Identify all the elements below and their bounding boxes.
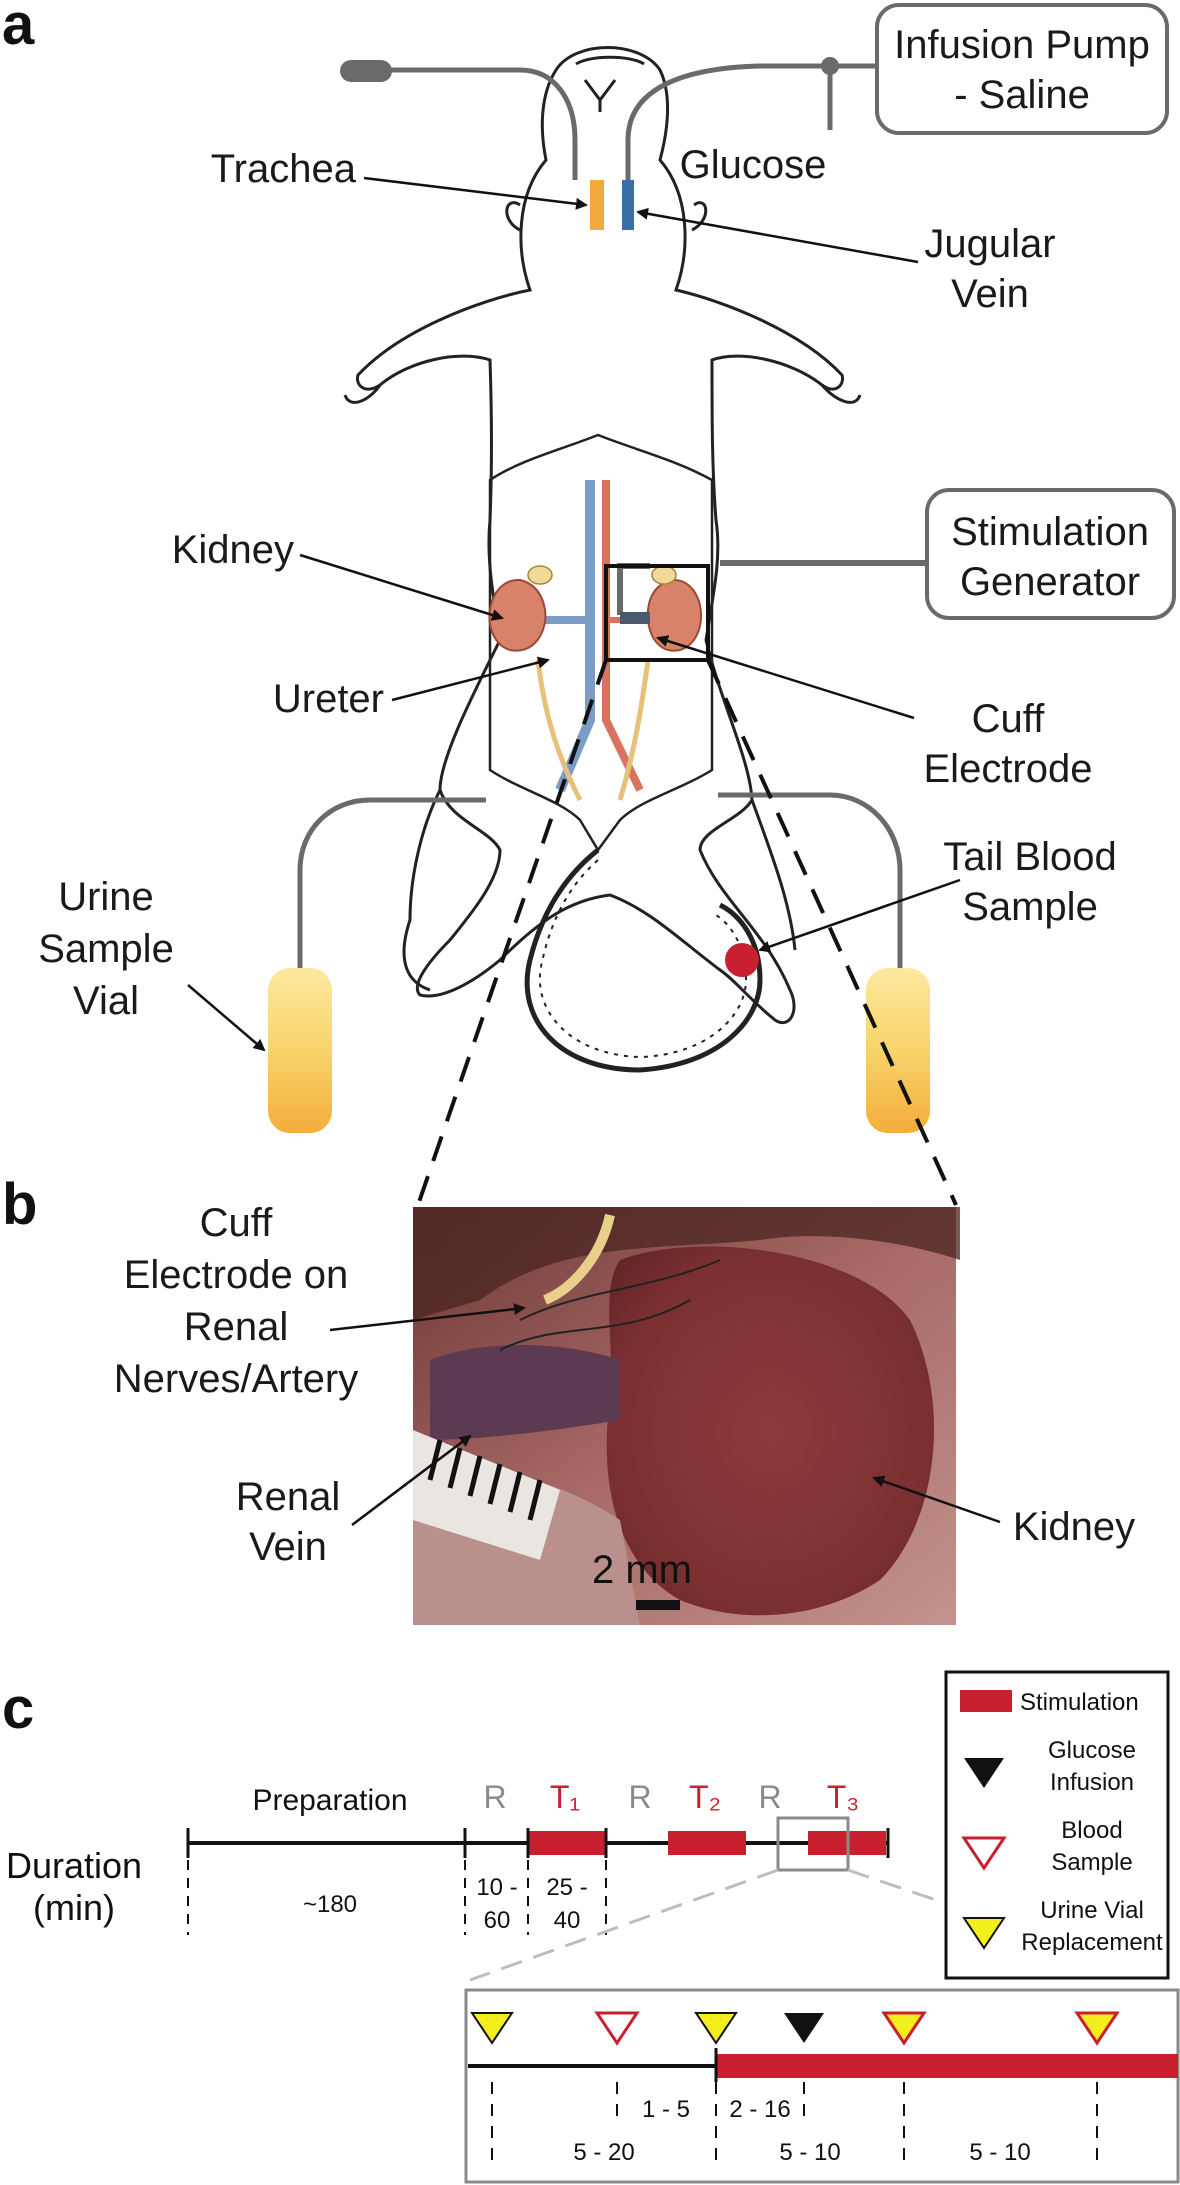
legend-urine-2: Replacement [1021, 1929, 1163, 1956]
preparation-label: Preparation [252, 1784, 407, 1817]
scale-label: 2 mm [592, 1548, 692, 1592]
stim-gen-label-1: Stimulation [951, 510, 1149, 554]
t3-label: T₃ [827, 1779, 860, 1815]
t2-label: T₂ [689, 1779, 721, 1815]
duration-t-a: 25 - [546, 1874, 587, 1901]
tubing [297, 63, 928, 970]
legend-glucose-1: Glucose [1048, 1737, 1136, 1764]
zoom-marker-box [776, 1816, 850, 1872]
urine-vial-left [268, 968, 332, 1133]
legend-blood-marker [961, 1836, 1007, 1871]
zoom-line-right [706, 659, 958, 1206]
urine-vial-label-1: Urine [58, 875, 154, 919]
b-cuff-label-4: Nerves/Artery [114, 1357, 359, 1401]
rest-label-2: R [628, 1779, 651, 1815]
glucose-junction [821, 57, 839, 75]
legend-urine-marker [962, 1917, 1006, 1950]
zoom-d4: 5 - 10 [779, 2139, 840, 2166]
kidney-label: Kidney [172, 528, 294, 572]
zoom-d2: 2 - 16 [729, 2096, 790, 2123]
infusion-pump-box [875, 3, 1169, 135]
panel-letter-c: c [2, 1676, 34, 1741]
scale-bar [636, 1600, 680, 1610]
legend [944, 1670, 1170, 1980]
tail-blood-label-2: Sample [962, 885, 1098, 929]
rest-label-1: R [483, 1779, 506, 1815]
urine-vial-right [866, 968, 930, 1133]
jugular-vein-label-1: Jugular [924, 222, 1055, 266]
b-kidney-label: Kidney [1013, 1505, 1135, 1549]
legend-glucose-marker [964, 1758, 1004, 1788]
tail-blood-label-1: Tail Blood [943, 835, 1116, 879]
duration-rest-b: 60 [484, 1907, 511, 1934]
panel-letter-b: b [2, 1172, 37, 1237]
zoom-box [604, 564, 710, 662]
b-renal-vein-label-2: Vein [249, 1525, 327, 1569]
trachea-connector [340, 60, 392, 82]
duration-t-b: 40 [554, 1907, 581, 1934]
jugular-tube [622, 180, 634, 230]
tail-blood-sample-dot [725, 943, 759, 977]
panel-letter-a: a [2, 0, 35, 57]
legend-stim-swatch [960, 1690, 1012, 1712]
legend-stimulation: Stimulation [1020, 1689, 1139, 1716]
cuff-electrode-label-1: Cuff [972, 697, 1046, 741]
urine-vial-label-3: Vial [73, 979, 139, 1023]
urine-vial-label-2: Sample [38, 927, 174, 971]
t1-label: T₁ [550, 1779, 580, 1815]
surgical-photo [413, 1207, 960, 1625]
b-renal-vein-label-1: Renal [236, 1475, 341, 1519]
legend-blood-2: Sample [1051, 1849, 1132, 1876]
timeline [186, 1816, 1171, 1982]
vessels [520, 480, 660, 802]
duration-rest-a: 10 - [476, 1874, 517, 1901]
b-cuff-label-2: Electrode on [124, 1253, 349, 1297]
legend-glucose-2: Infusion [1050, 1769, 1134, 1796]
legend-urine-1: Urine Vial [1040, 1897, 1144, 1924]
cuff-electrode [620, 612, 650, 624]
zoom-d3: 5 - 20 [573, 2139, 634, 2166]
duration-label-2: (min) [33, 1887, 115, 1928]
zoom-detail [464, 1988, 1180, 2184]
legend-blood-1: Blood [1061, 1817, 1122, 1844]
trachea-label: Trachea [211, 147, 357, 191]
b-cuff-label-1: Cuff [200, 1201, 274, 1245]
stimulation-generator-box [925, 488, 1176, 620]
zoom-d1: 1 - 5 [642, 2096, 690, 2123]
jugular-vein-label-2: Vein [951, 272, 1029, 316]
infusion-pump-label-2: - Saline [954, 73, 1090, 117]
kidneys [488, 565, 702, 652]
zoom-d5: 5 - 10 [969, 2139, 1030, 2166]
rest-label-3: R [758, 1779, 781, 1815]
b-cuff-label-3: Renal [184, 1305, 289, 1349]
cuff-electrode-label-2: Electrode [924, 747, 1093, 791]
stim-gen-label-2: Generator [960, 560, 1140, 604]
duration-label-1: Duration [6, 1845, 142, 1886]
ureter-label: Ureter [273, 677, 384, 721]
trachea-tube [590, 180, 604, 230]
glucose-label: Glucose [680, 143, 827, 187]
infusion-pump-label-1: Infusion Pump [894, 23, 1150, 67]
zoom-line-left [416, 659, 608, 1206]
duration-prep: ~180 [303, 1891, 357, 1918]
